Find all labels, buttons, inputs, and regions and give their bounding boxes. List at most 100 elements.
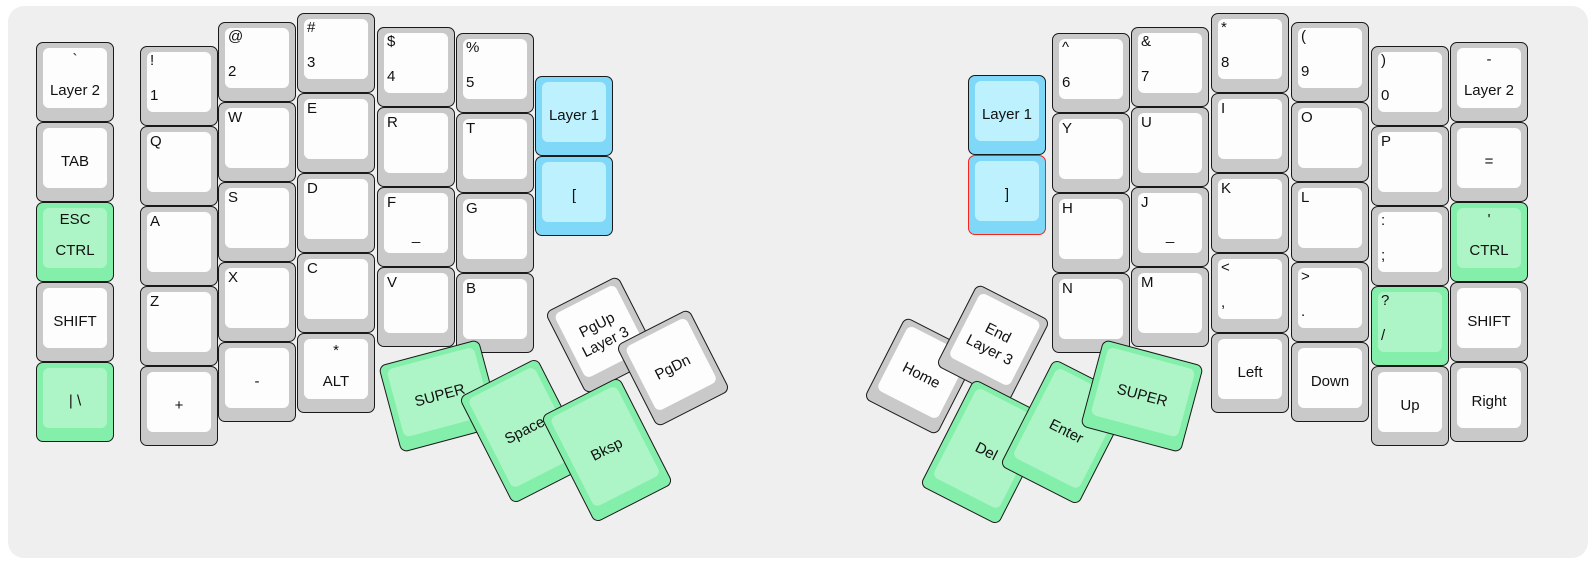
key-9[interactable]: (9 [1291, 22, 1369, 102]
key-legend: J [1141, 194, 1149, 211]
keycap-surface [1059, 279, 1123, 339]
key-b[interactable]: B [456, 273, 534, 353]
key-w[interactable]: W [218, 102, 296, 182]
key-tab[interactable]: TAB [36, 122, 114, 202]
key-r[interactable]: R [377, 107, 455, 187]
key-k[interactable]: K [1211, 173, 1289, 253]
key-slash[interactable]: ?/ [1371, 286, 1449, 366]
key-legend: C [307, 260, 318, 277]
key-shift[interactable]: SHIFT [36, 282, 114, 362]
key-3[interactable]: #3 [297, 13, 375, 93]
key-0[interactable]: )0 [1371, 46, 1449, 126]
key-i[interactable]: I [1211, 93, 1289, 173]
keycap-surface [1059, 39, 1123, 99]
keycap-surface [1218, 259, 1282, 319]
key-legend: ?/ [1381, 292, 1390, 344]
key-semicolon[interactable]: :; [1371, 206, 1449, 286]
key-legend: *ALT [322, 342, 350, 390]
keycap-surface [1138, 273, 1202, 333]
key-layer1-left[interactable]: Layer 1 [535, 76, 613, 156]
key-n[interactable]: N [1052, 273, 1130, 353]
keycap-surface [43, 368, 107, 428]
key-v[interactable]: V [377, 267, 455, 347]
keycap-surface [1378, 212, 1442, 272]
key-7[interactable]: &7 [1131, 27, 1209, 107]
key-legend: D [307, 180, 318, 197]
key-p[interactable]: P [1371, 126, 1449, 206]
key-5[interactable]: %5 [456, 33, 534, 113]
key-1[interactable]: !1 [140, 46, 218, 126]
key-legend: Z [150, 293, 160, 310]
key-minus[interactable]: - [218, 342, 296, 422]
key-bracket-right[interactable]: ] [968, 155, 1046, 235]
key-legend: S [228, 189, 239, 206]
key-d[interactable]: D [297, 173, 375, 253]
key-period[interactable]: >. [1291, 262, 1369, 342]
key-minus-layer2[interactable]: -Layer 2 [1450, 42, 1528, 122]
key-legend: V [387, 274, 398, 291]
key-legend: $4 [387, 33, 396, 85]
key-8[interactable]: *8 [1211, 13, 1289, 93]
key-s[interactable]: S [218, 182, 296, 262]
keycap-surface [1457, 128, 1521, 188]
key-q[interactable]: Q [140, 126, 218, 206]
key-shift-right[interactable]: SHIFT [1450, 282, 1528, 362]
keycap-surface [1298, 28, 1362, 88]
key-comma[interactable]: <, [1211, 253, 1289, 333]
key-a[interactable]: A [140, 206, 218, 286]
key-legend: P [1381, 133, 1392, 150]
key-legend: M [1141, 274, 1154, 291]
key-equals[interactable]: = [1450, 122, 1528, 202]
key-4[interactable]: $4 [377, 27, 455, 107]
key-legend: #3 [307, 19, 316, 71]
key-y[interactable]: Y [1052, 113, 1130, 193]
key-left[interactable]: Left [1211, 333, 1289, 413]
key-legend: I [1221, 100, 1226, 117]
key-f[interactable]: F_ [377, 187, 455, 267]
key-up[interactable]: Up [1371, 366, 1449, 446]
key-o[interactable]: O [1291, 102, 1369, 182]
key-quote-ctrl[interactable]: 'CTRL [1450, 202, 1528, 282]
key-grave-layer2[interactable]: `Layer 2 [36, 42, 114, 122]
keycap-surface [304, 19, 368, 79]
keycap-surface [147, 52, 211, 112]
key-right[interactable]: Right [1450, 362, 1528, 442]
key-legend: <, [1221, 259, 1230, 311]
key-e[interactable]: E [297, 93, 375, 173]
key-layer1-right[interactable]: Layer 1 [968, 75, 1046, 155]
key-legend: -Layer 2 [1463, 51, 1515, 99]
key-legend: + [174, 397, 184, 415]
keycap-surface [1298, 188, 1362, 248]
key-legend: SHIFT [1467, 313, 1511, 331]
key-x[interactable]: X [218, 262, 296, 342]
key-down[interactable]: Down [1291, 342, 1369, 422]
key-legend: L [1301, 189, 1310, 206]
key-h[interactable]: H [1052, 193, 1130, 273]
key-pipe-backslash[interactable]: | \ [36, 362, 114, 442]
key-z[interactable]: Z [140, 286, 218, 366]
keycap-surface [225, 268, 289, 328]
key-bracket-left[interactable]: [ [535, 156, 613, 236]
keycap-surface [1059, 199, 1123, 259]
keycap-surface [1378, 292, 1442, 352]
keycap-surface [304, 339, 368, 399]
key-m[interactable]: M [1131, 267, 1209, 347]
key-2[interactable]: @2 [218, 22, 296, 102]
keycap-surface [1457, 368, 1521, 428]
key-t[interactable]: T [456, 113, 534, 193]
key-plus[interactable]: + [140, 366, 218, 446]
keycap-surface [1378, 132, 1442, 192]
key-legend: TAB [60, 153, 90, 171]
key-j[interactable]: J_ [1131, 187, 1209, 267]
key-l[interactable]: L [1291, 182, 1369, 262]
key-g[interactable]: G [456, 193, 534, 273]
key-u[interactable]: U [1131, 107, 1209, 187]
key-legend: *8 [1221, 19, 1230, 71]
key-legend: Layer 1 [981, 106, 1033, 124]
key-c[interactable]: C [297, 253, 375, 333]
keycap-surface [1218, 99, 1282, 159]
keycap-surface [384, 273, 448, 333]
key-asterisk-alt[interactable]: *ALT [297, 333, 375, 413]
key-6[interactable]: ^6 [1052, 33, 1130, 113]
